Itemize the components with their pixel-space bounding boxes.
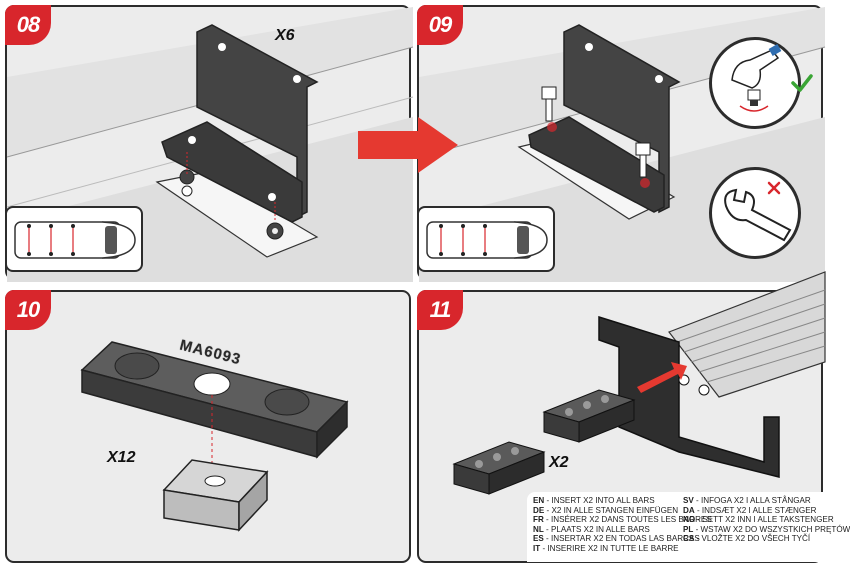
insert-block-icon — [542, 389, 636, 443]
hand-tighten-circle — [709, 37, 801, 129]
step-number-badge: 11 — [417, 290, 463, 330]
red-arrow-icon — [358, 117, 458, 173]
checkmark-icon — [791, 74, 813, 92]
legend-row: CS - VLOŽTE X2 DO VŠECH TYČÍ — [683, 534, 811, 543]
spacer-block-icon — [80, 341, 349, 459]
cross-icon — [767, 181, 781, 195]
van-inset — [417, 206, 555, 272]
wrench-circle — [709, 167, 801, 259]
legend-row: DA - INDSÆT X2 I ALLE STÆNGER — [683, 505, 817, 515]
van-top-view-icon — [14, 221, 136, 259]
legend-row: PL - WSTAW X2 DO WSZYSTKICH PRĘTÓW — [683, 524, 850, 534]
bracket-icon — [161, 24, 319, 223]
legend-row: FR - INSÉRER X2 DANS TOUTES LES BARRES — [533, 515, 712, 524]
legend-row: SV - INFOGA X2 I ALLA STÅNGAR — [683, 496, 811, 505]
step-number-badge: 08 — [5, 5, 51, 45]
step-number-badge: 09 — [417, 5, 463, 45]
insert-block-icon — [452, 441, 546, 495]
legend-row: NO - SETT X2 INN I ALLE TAKSTENGER — [683, 515, 834, 524]
legend-row: IT - INSERIRE X2 IN TUTTE LE BARRE — [533, 543, 679, 553]
quantity-label: X2 — [549, 454, 569, 471]
legend-row: NL - PLAATS X2 IN ALLE BARS — [533, 524, 650, 534]
step-11-illustration — [452, 271, 826, 495]
van-top-view-icon — [426, 221, 548, 259]
step-number-badge: 10 — [5, 290, 51, 330]
bracket-icon — [528, 24, 681, 214]
van-inset — [5, 206, 143, 272]
step-10-illustration — [80, 341, 349, 532]
translation-legend: EN - INSERT X2 INTO ALL BARS DE - X2 IN … — [527, 492, 850, 562]
legend-column-right: SV - INFOGA X2 I ALLA STÅNGAR DA - INDSÆ… — [683, 496, 850, 562]
legend-row: EN - INSERT X2 INTO ALL BARS — [533, 496, 655, 505]
step-10-panel: MA6093 10 X12 — [5, 290, 411, 563]
legend-row: DE - X2 IN ALLE STANGEN EINFÜGEN — [533, 505, 679, 515]
red-arrow-icon — [637, 362, 687, 393]
quantity-label: X6 — [275, 27, 295, 44]
legend-column-left: EN - INSERT X2 INTO ALL BARS DE - X2 IN … — [533, 496, 712, 562]
step-09-panel: 09 — [417, 5, 826, 282]
wrench-icon — [724, 188, 792, 242]
roof-bar-icon — [598, 271, 826, 478]
square-washer-icon — [162, 459, 269, 532]
legend-row: ES - INSERTAR X2 EN TODAS LAS BARRAS — [533, 534, 700, 543]
step-08-panel: 08 X6 — [5, 5, 414, 282]
bolt-icon — [541, 86, 651, 178]
quantity-label: X12 — [107, 449, 136, 466]
hand-tighten-icon — [731, 44, 782, 112]
